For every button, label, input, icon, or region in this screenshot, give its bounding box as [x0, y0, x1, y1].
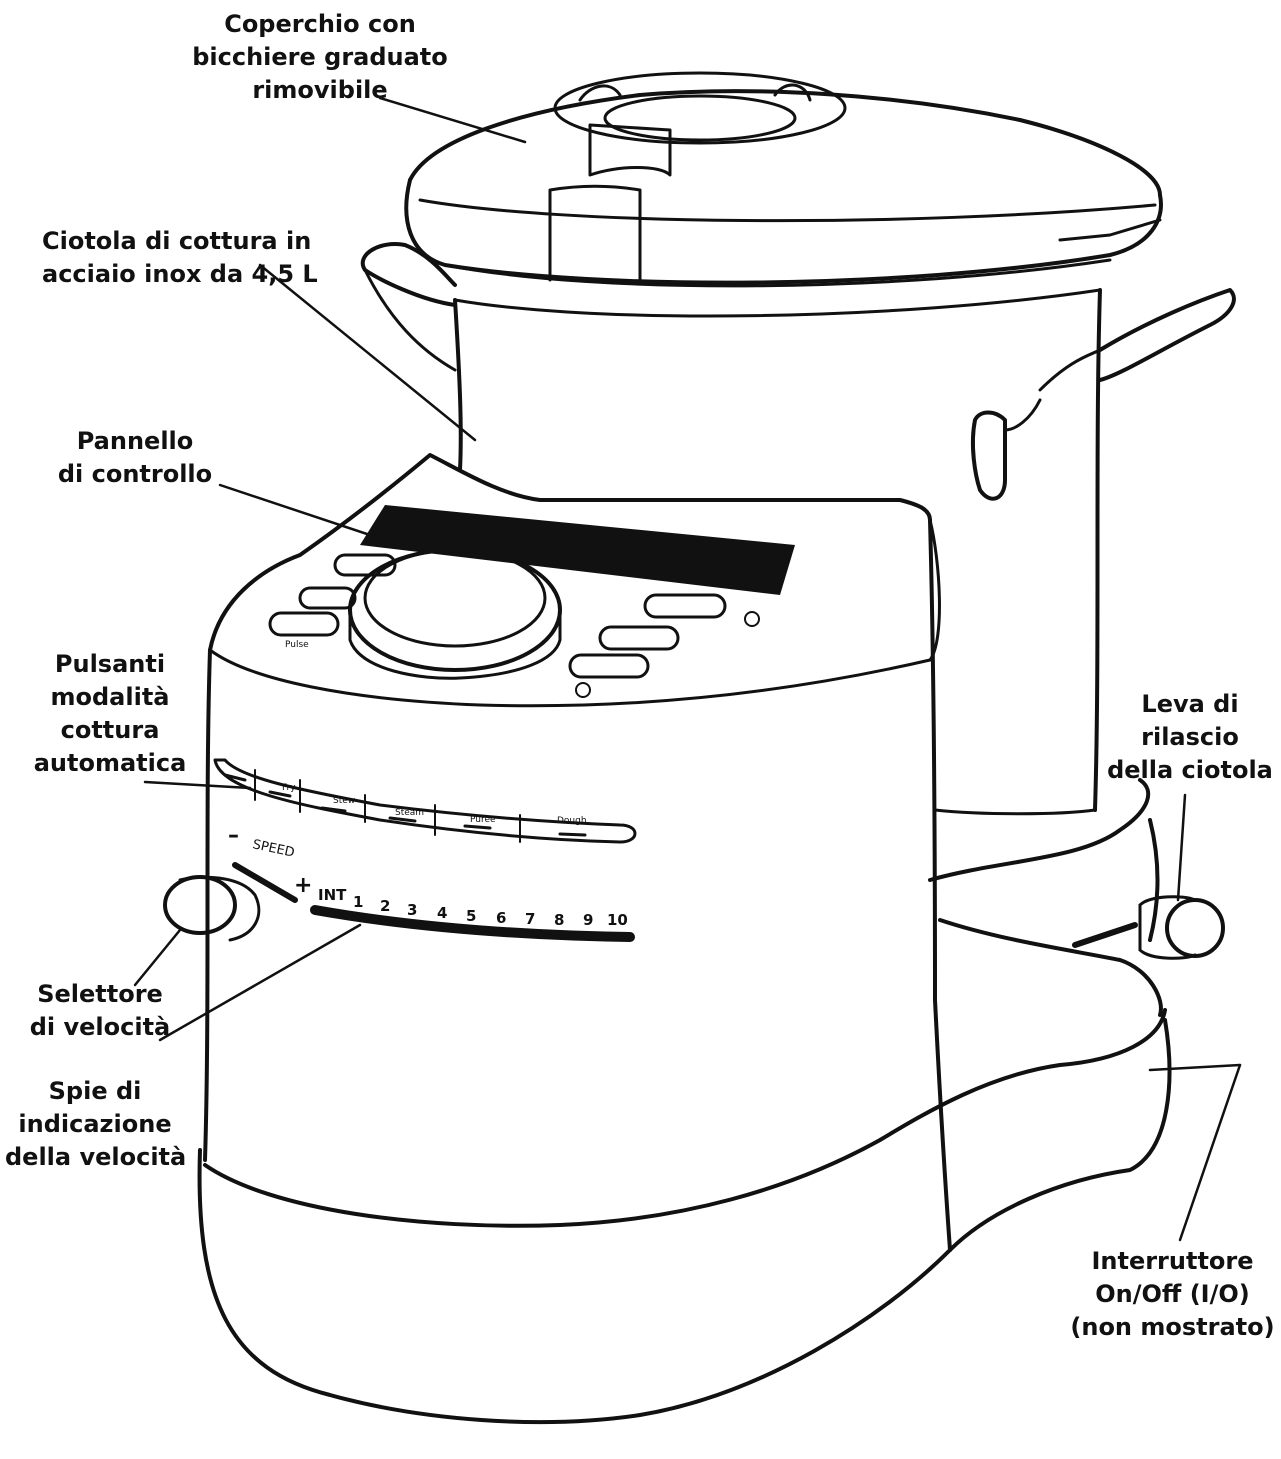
- base-top-ring: [928, 778, 1151, 882]
- speed-7: 7: [525, 910, 535, 928]
- speed-slot: [232, 862, 298, 903]
- base-side-line: [1148, 818, 1160, 942]
- bowl-right-grip: [970, 410, 1007, 501]
- measuring-cup: [553, 71, 847, 145]
- label-bowl: Ciotola di cottura in acciaio inox da 4,…: [42, 227, 318, 288]
- speed-1: 1: [353, 893, 363, 911]
- label-auto-cook-modes: Pulsanti modalità cottura automatica: [33, 650, 187, 777]
- speed-5: 5: [466, 907, 476, 925]
- control-dial-inner: [363, 548, 547, 648]
- speed-8: 8: [554, 911, 564, 929]
- lid-outer: [404, 178, 1163, 285]
- release-slot: [1072, 922, 1138, 948]
- base-upper-tier: [938, 918, 1163, 1017]
- bowl-left-handle: [360, 242, 457, 307]
- mode-label-puree: Puree: [470, 815, 496, 825]
- speed-6: 6: [496, 909, 506, 927]
- body-panel-lower-edge: [208, 648, 932, 708]
- panel-pulse-text: Pulse: [285, 640, 309, 650]
- speed-indicator-bar: [310, 905, 635, 942]
- leader-lines: [133, 96, 1242, 1242]
- label-speed-selector: Selettore di velocità: [29, 980, 171, 1041]
- lid-dome: [408, 89, 1162, 197]
- mode-button-strip: [213, 758, 637, 844]
- speed-selector-knob: [163, 875, 237, 935]
- bowl-right-handle: [1098, 288, 1236, 382]
- label-bowl-release-lever: Leva di rilascio della ciotola: [1107, 690, 1273, 784]
- body-front-right-edge: [928, 518, 952, 1252]
- speed-4: 4: [437, 904, 447, 922]
- speed-9: 9: [583, 911, 593, 929]
- bowl-upper-rim: [453, 288, 1102, 318]
- control-dial-outer: [348, 548, 562, 672]
- mode-label-fry: Fry: [282, 783, 296, 793]
- speed-minus-mark: –: [228, 823, 239, 848]
- display-screen: [360, 505, 795, 595]
- speed-int: INT: [318, 886, 347, 904]
- speed-3: 3: [407, 901, 417, 919]
- label-control-panel: Pannello di controllo: [57, 427, 213, 488]
- release-lever-knob: [1165, 898, 1225, 958]
- bowl-bottom-rim: [933, 808, 1097, 816]
- mode-label-steam: Steam: [395, 808, 424, 818]
- bowl-left-wall: [453, 298, 463, 472]
- base-lower-tier: [197, 1018, 1172, 1425]
- mode-label-dough: Dough: [557, 816, 587, 826]
- bowl-right-wall: [1093, 288, 1102, 812]
- label-speed-indicator-lights: Spie di indicazione della velocità: [5, 1077, 187, 1171]
- body-left-edge: [203, 648, 212, 1162]
- speed-10: 10: [607, 911, 628, 929]
- label-lid: Coperchio con bicchiere graduato rimovib…: [192, 10, 448, 104]
- mode-label-stew: Stew: [333, 796, 355, 806]
- speed-2: 2: [380, 897, 390, 915]
- speed-word: SPEED: [251, 837, 296, 861]
- base-lower-rim: [203, 1008, 1167, 1228]
- body-top-curve: [208, 453, 932, 652]
- lid-latch: [548, 184, 642, 282]
- label-power-switch: Interruttore On/Off (I/O) (non mostrato): [1070, 1247, 1275, 1341]
- body-shoulder-line: [928, 518, 941, 662]
- speed-plus-mark: +: [294, 873, 312, 898]
